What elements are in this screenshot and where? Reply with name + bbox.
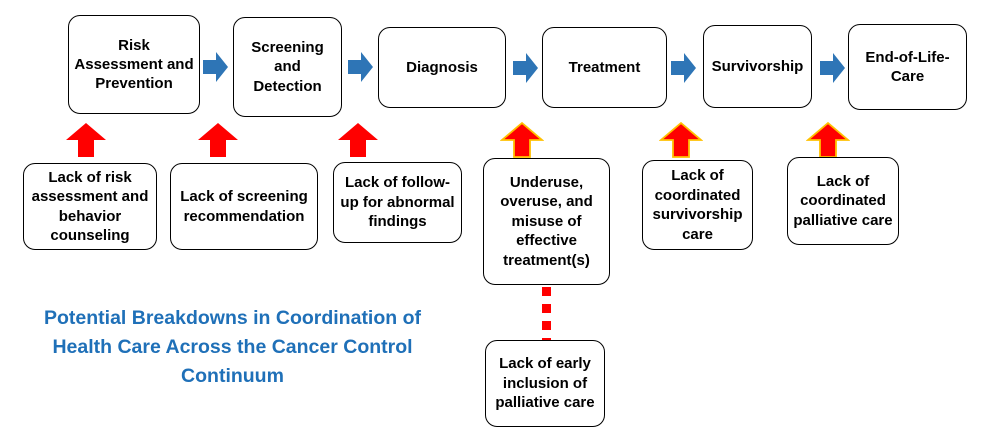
- flow-right-arrow-icon: [513, 53, 538, 83]
- breakdown-label: Lack of early inclusion of palliative ca…: [495, 355, 595, 412]
- stage-label: Screening and Detection: [251, 39, 324, 95]
- dashed-connector: [542, 287, 551, 340]
- breakdown-box-early-palliative-inclusion: Lack of early inclusion of palliative ca…: [485, 340, 605, 427]
- stage-box-treatment: Treatment: [542, 27, 667, 108]
- diagram-title-line1: Potential Breakdowns in Coordination of: [43, 307, 421, 329]
- breakdown-box-palliative-care: Lack of coordinated palliative care: [787, 157, 899, 245]
- breakdown-label: Lack of follow- up for abnormal findings: [340, 174, 455, 231]
- breakdown-up-arrow-icon: [338, 123, 378, 157]
- breakdown-up-arrow-outlined-icon: [500, 121, 544, 158]
- stage-box-end-of-life-care: End-of-Life- Care: [848, 24, 967, 110]
- flow-right-arrow-icon: [203, 52, 228, 82]
- stage-box-survivorship: Survivorship: [703, 25, 812, 108]
- stage-box-risk-assessment-prevention: Risk Assessment and Prevention: [68, 15, 200, 114]
- flow-right-arrow-icon: [348, 52, 373, 82]
- breakdown-up-arrow-icon: [66, 123, 106, 157]
- diagram-title-line2: Health Care Across the Cancer Control Co…: [52, 336, 413, 387]
- breakdown-label: Lack of risk assessment and behavior cou…: [31, 168, 149, 245]
- stage-label: Treatment: [568, 58, 641, 76]
- breakdown-up-arrow-outlined-icon: [806, 121, 850, 158]
- breakdown-up-arrow-icon: [198, 123, 238, 157]
- breakdown-label: Lack of coordinated survivorship care: [652, 167, 743, 243]
- breakdown-up-arrow-outlined-icon: [659, 121, 703, 158]
- breakdown-box-followup-findings: Lack of follow- up for abnormal findings: [333, 162, 462, 243]
- breakdown-box-screening-recommendation: Lack of screening recommendation: [170, 163, 318, 250]
- breakdown-label: Lack of coordinated palliative care: [793, 172, 893, 229]
- breakdown-label: Underuse, overuse, and misuse of effecti…: [500, 173, 593, 269]
- stage-label: End-of-Life- Care: [865, 48, 950, 85]
- flow-right-arrow-icon: [820, 53, 845, 83]
- stage-label: Survivorship: [711, 57, 804, 75]
- breakdown-box-risk-counseling: Lack of risk assessment and behavior cou…: [23, 163, 157, 250]
- diagram-title: Potential Breakdowns in Coordination of …: [5, 304, 460, 391]
- flow-right-arrow-icon: [671, 53, 696, 83]
- breakdown-box-treatment-misuse: Underuse, overuse, and misuse of effecti…: [483, 158, 610, 285]
- stage-box-diagnosis: Diagnosis: [378, 27, 506, 108]
- stage-box-screening-detection: Screening and Detection: [233, 17, 342, 117]
- stage-label: Diagnosis: [406, 58, 478, 76]
- stage-label: Risk Assessment and Prevention: [74, 36, 194, 93]
- breakdown-box-survivorship-care: Lack of coordinated survivorship care: [642, 160, 753, 250]
- breakdown-label: Lack of screening recommendation: [180, 188, 308, 225]
